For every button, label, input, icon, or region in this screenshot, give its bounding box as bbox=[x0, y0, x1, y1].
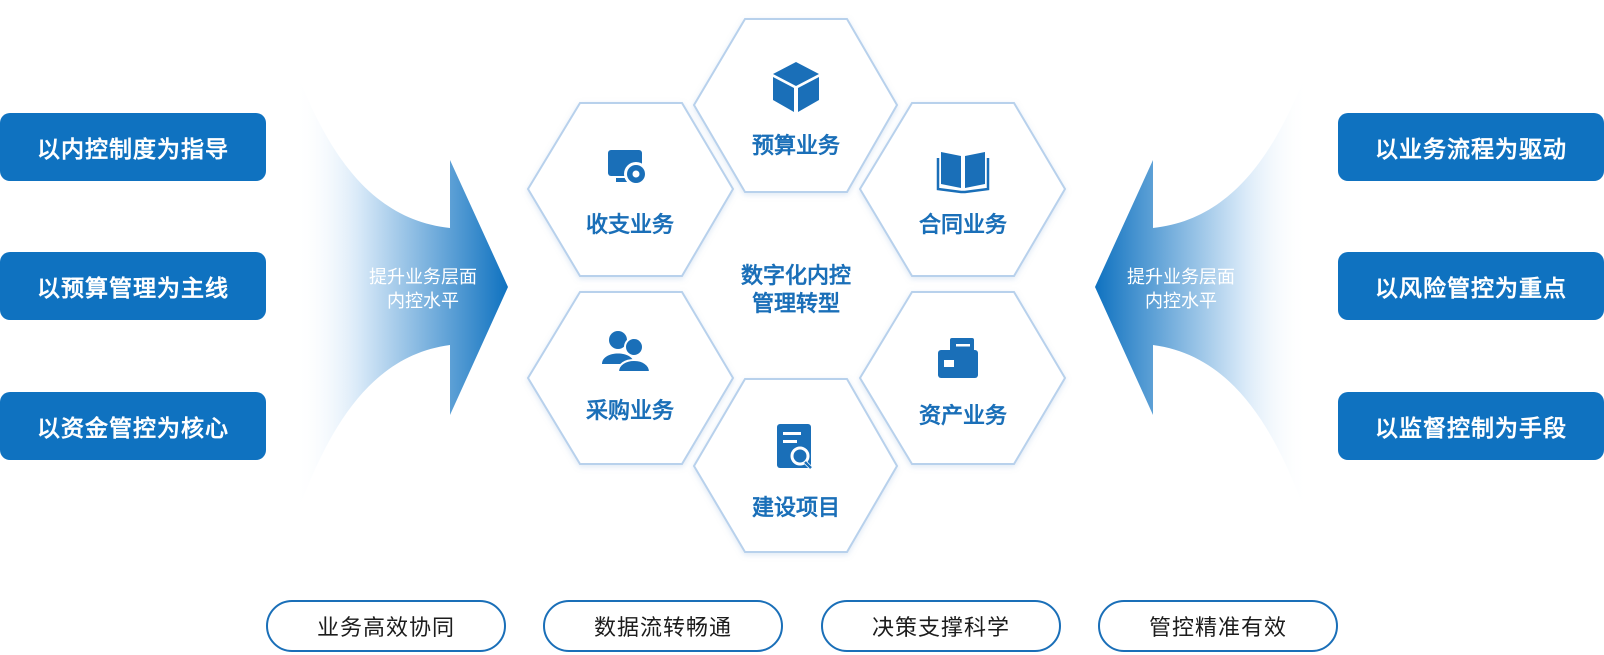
hex-income-expense bbox=[526, 102, 735, 277]
document-search-icon bbox=[777, 424, 814, 471]
hex-label-contract: 合同业务 bbox=[919, 212, 1008, 238]
folder-card-icon bbox=[938, 338, 978, 378]
hex-procurement bbox=[526, 291, 735, 465]
left-principle-label: 以预算管理为主线 bbox=[37, 276, 229, 302]
center-title-line1: 数字化内控 bbox=[741, 263, 851, 289]
hex-label-procurement: 采购业务 bbox=[586, 398, 675, 424]
right-principle-label: 以监督控制为手段 bbox=[1375, 416, 1567, 442]
right-principle-label: 以业务流程为驱动 bbox=[1375, 137, 1567, 163]
left-principle-box: 以预算管理为主线 bbox=[0, 252, 266, 320]
left-principle-box: 以内控制度为指导 bbox=[0, 113, 266, 181]
right-principle-box: 以业务流程为驱动 bbox=[1338, 113, 1604, 181]
users-icon bbox=[602, 331, 652, 373]
left-principle-box: 以资金管控为核心 bbox=[0, 392, 266, 460]
outcome-pill: 数据流转畅通 bbox=[543, 600, 783, 652]
left-arrow-text-line2: 内控水平 bbox=[387, 291, 459, 312]
outcome-pill-label: 决策支撑科学 bbox=[871, 616, 1010, 641]
hex-label-budget: 预算业务 bbox=[752, 133, 841, 159]
right-principle-label: 以风险管控为重点 bbox=[1375, 276, 1567, 302]
outcome-pill-label: 管控精准有效 bbox=[1148, 616, 1287, 641]
left-principle-label: 以内控制度为指导 bbox=[37, 137, 229, 163]
cube-icon bbox=[773, 62, 819, 112]
left-arrow-text-line1: 提升业务层面 bbox=[369, 267, 477, 288]
right-principle-box: 以监督控制为手段 bbox=[1338, 392, 1604, 460]
left-funnel-arrow bbox=[295, 68, 508, 520]
hex-label-income-expense: 收支业务 bbox=[586, 212, 675, 238]
outcome-pill: 业务高效协同 bbox=[266, 600, 506, 652]
outcome-pill: 管控精准有效 bbox=[1098, 600, 1338, 652]
right-arrow-text-line1: 提升业务层面 bbox=[1127, 267, 1235, 288]
monitor-gear-icon bbox=[608, 150, 648, 186]
hex-contract bbox=[858, 102, 1067, 277]
book-icon bbox=[936, 152, 990, 194]
outcome-pill-label: 业务高效协同 bbox=[316, 616, 455, 641]
center-title-line2: 管理转型 bbox=[752, 291, 840, 317]
outcome-pill: 决策支撑科学 bbox=[821, 600, 1061, 652]
left-principle-label: 以资金管控为核心 bbox=[37, 416, 229, 442]
hex-label-construction: 建设项目 bbox=[752, 496, 840, 521]
hex-label-assets: 资产业务 bbox=[919, 404, 1008, 429]
hex-budget bbox=[692, 18, 899, 193]
right-principle-box: 以风险管控为重点 bbox=[1338, 252, 1604, 320]
right-funnel-arrow bbox=[1095, 68, 1308, 520]
outcome-pill-label: 数据流转畅通 bbox=[593, 616, 732, 641]
right-arrow-text-line2: 内控水平 bbox=[1145, 291, 1217, 312]
